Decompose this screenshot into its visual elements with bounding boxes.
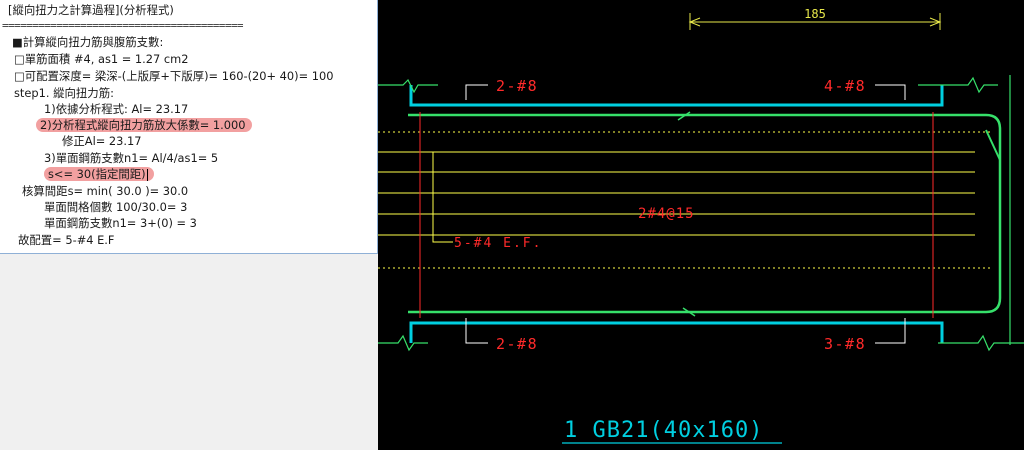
bottom-right-rebar-label: 3-#8 <box>824 335 866 353</box>
bottom-left-rebar-label: 2-#8 <box>496 335 538 353</box>
calculation-panel[interactable]: [縱向扭力之計算過程](分析程式) ======================… <box>0 0 378 254</box>
stirrup-tick <box>682 307 696 317</box>
top-left-rebar-label: 2-#8 <box>496 77 538 95</box>
cad-drawing-canvas[interactable]: 185 2-#8 <box>378 0 1024 450</box>
side-bar-leader <box>432 152 453 243</box>
leader-lines <box>465 84 906 344</box>
break-lines <box>378 75 1024 352</box>
spacing-input-text[interactable]: s<= 30(指定間距) <box>48 167 146 181</box>
beam-top-outline <box>409 85 944 107</box>
beam-title: 1 GB21(40x160) <box>564 418 763 443</box>
panel-title: [縱向扭力之計算過程](分析程式) <box>8 3 174 17</box>
text-cursor <box>146 168 148 181</box>
highlighted-line: 2)分析程式縱向扭力筋放大係數= 1.000 <box>36 118 252 132</box>
highlighted-line[interactable]: s<= 30(指定間距) <box>44 167 154 181</box>
calc-line: 1)依據分析程式: Al= 23.17 <box>44 102 189 116</box>
calc-line: 單面鋼筋支數n1= 3+(0) = 3 <box>44 216 197 230</box>
stirrup-label: 2#4@15 <box>638 206 695 222</box>
calc-line: 核算間距s= min( 30.0 )= 30.0 <box>22 184 189 198</box>
calc-line: step1. 縱向扭力筋: <box>14 86 114 100</box>
calc-line: 修正Al= 23.17 <box>62 134 142 148</box>
calc-line: 3)單面鋼筋支數n1= Al/4/as1= 5 <box>44 151 219 165</box>
section-lines <box>419 112 934 318</box>
stirrup <box>408 113 1002 314</box>
highlight-text: s<= 30(指定間距) <box>44 167 154 181</box>
highlight-text: 2)分析程式縱向扭力筋放大係數= 1.000 <box>36 118 252 132</box>
calc-line: 故配置= 5-#4 E.F <box>18 233 115 247</box>
empty-panel-area <box>0 254 378 450</box>
dimension-text: 185 <box>804 7 826 21</box>
longitudinal-bars <box>378 151 975 236</box>
calc-line: □單筋面積 #4, as1 = 1.27 cm2 <box>14 52 189 66</box>
stirrup-hook <box>985 129 1001 161</box>
calc-line: 單面間格個數 100/30.0= 3 <box>44 200 188 214</box>
calc-line: □可配置深度= 梁深-(上版厚+下版厚)= 160-(20+ 40)= 100 <box>14 69 334 83</box>
side-bar-label: 5-#4 E.F. <box>454 236 542 251</box>
beam-bottom-outline <box>409 321 944 343</box>
stirrup-tick <box>677 111 691 121</box>
section-heading: ■計算縱向扭力筋與腹筋支數: <box>12 35 164 49</box>
separator-line: ======================================== <box>2 19 244 32</box>
top-right-rebar-label: 4-#8 <box>824 77 866 95</box>
dimension-line <box>688 13 942 30</box>
